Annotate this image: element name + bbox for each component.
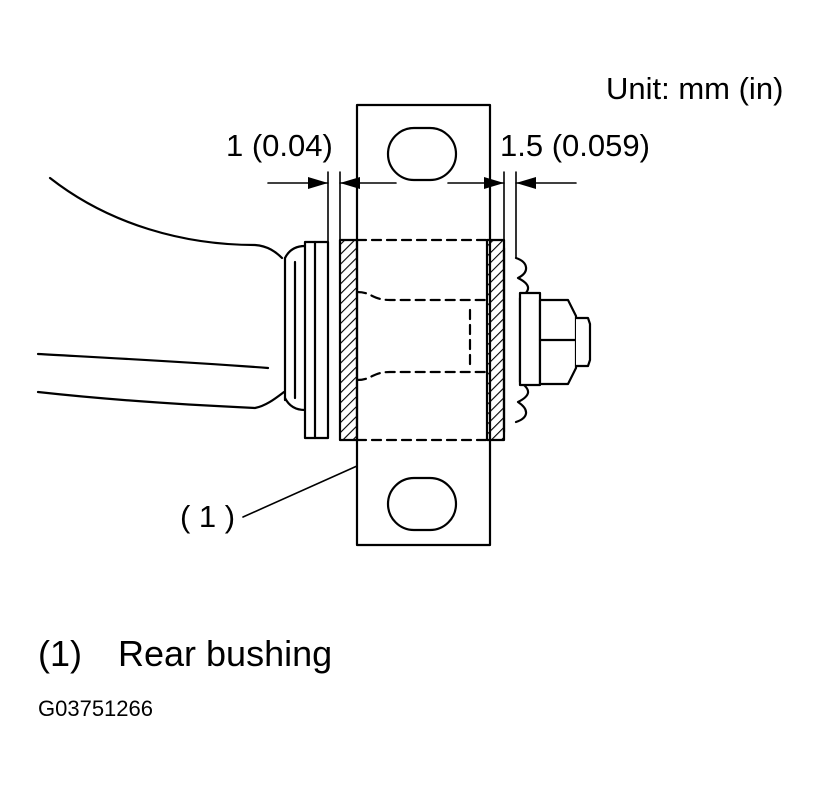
upper-slot-hole (386, 126, 458, 182)
callout-leader (242, 465, 358, 518)
dimension-arrowheads (308, 177, 536, 189)
right-clearance-dimension: 1.5 (0.059) (500, 128, 650, 163)
legend-text: Rear bushing (118, 633, 333, 674)
lower-slot-hole (386, 476, 458, 532)
unit-label: Unit: mm (in) (606, 71, 784, 106)
mounting-bracket (355, 103, 492, 547)
left-clearance-dimension: 1 (0.04) (226, 128, 333, 163)
rubber-bushing (338, 238, 506, 442)
callout-number: ( 1 ) (180, 499, 236, 534)
washer-and-nut (502, 246, 592, 434)
lateral-link-arm (36, 176, 287, 410)
link-end-collar (283, 240, 330, 440)
legend-number: (1) (38, 633, 82, 674)
figure-id: G03751266 (38, 696, 153, 721)
